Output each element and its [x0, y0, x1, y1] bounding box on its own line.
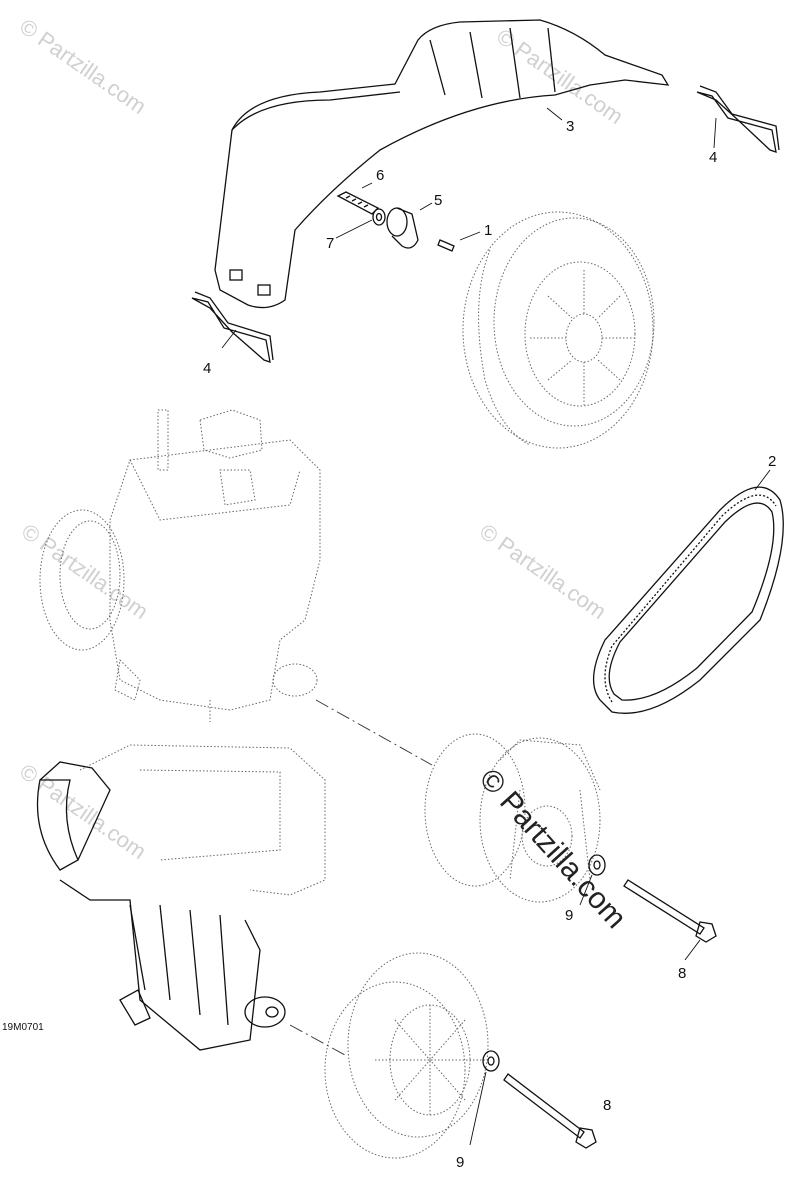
callout-5: 5 — [434, 192, 442, 209]
callout-1: 1 — [484, 222, 492, 239]
drive-pulley — [424, 733, 601, 903]
bolt-part-8-lower — [503, 1073, 597, 1149]
washer-part-9-lower — [482, 1050, 500, 1072]
callout-8-lower: 8 — [603, 1097, 611, 1114]
washer-part-7 — [372, 208, 386, 226]
callout-8-upper: 8 — [678, 965, 686, 982]
clip-part-4-upper — [696, 85, 780, 153]
callout-4-upper: 4 — [709, 149, 717, 166]
callout-layer: 3 4 6 5 1 7 4 2 9 8 8 9 — [203, 118, 776, 1171]
diagram-code: 19M0701 — [2, 1022, 44, 1033]
clip-part-4-lower — [191, 291, 274, 363]
watermark-mid-left: © Partzilla.com — [17, 519, 153, 625]
drive-belt-part-2 — [592, 486, 784, 714]
bushing-part-5 — [386, 207, 419, 249]
watermark-stamp: © Partzilla.com — [473, 763, 633, 935]
watermark-layer: © Partzilla.com © Partzilla.com © Partzi… — [15, 14, 628, 865]
washer-part-9-upper — [588, 854, 606, 876]
watermark-top-right: © Partzilla.com — [492, 24, 628, 130]
callout-6: 6 — [376, 167, 384, 184]
bolt-part-6 — [336, 191, 380, 215]
key-part-1 — [437, 239, 455, 252]
centerline-layer — [289, 699, 433, 1056]
callout-7: 7 — [326, 235, 334, 252]
callout-4-lower: 4 — [203, 360, 211, 377]
callout-2: 2 — [768, 453, 776, 470]
callout-9-upper: 9 — [565, 907, 573, 924]
callout-3: 3 — [566, 118, 574, 135]
watermark-mid-right: © Partzilla.com — [475, 519, 611, 625]
engine-upper — [39, 409, 321, 722]
drive-pulley-lower — [324, 952, 489, 1159]
driven-pulley — [462, 211, 655, 449]
guard-part-3 — [214, 19, 670, 309]
callout-9-lower: 9 — [456, 1154, 464, 1171]
engine-lower — [36, 744, 326, 1051]
leader-lines — [221, 107, 771, 1146]
bolt-part-8-upper — [623, 879, 717, 943]
watermark-top-left: © Partzilla.com — [15, 14, 151, 120]
